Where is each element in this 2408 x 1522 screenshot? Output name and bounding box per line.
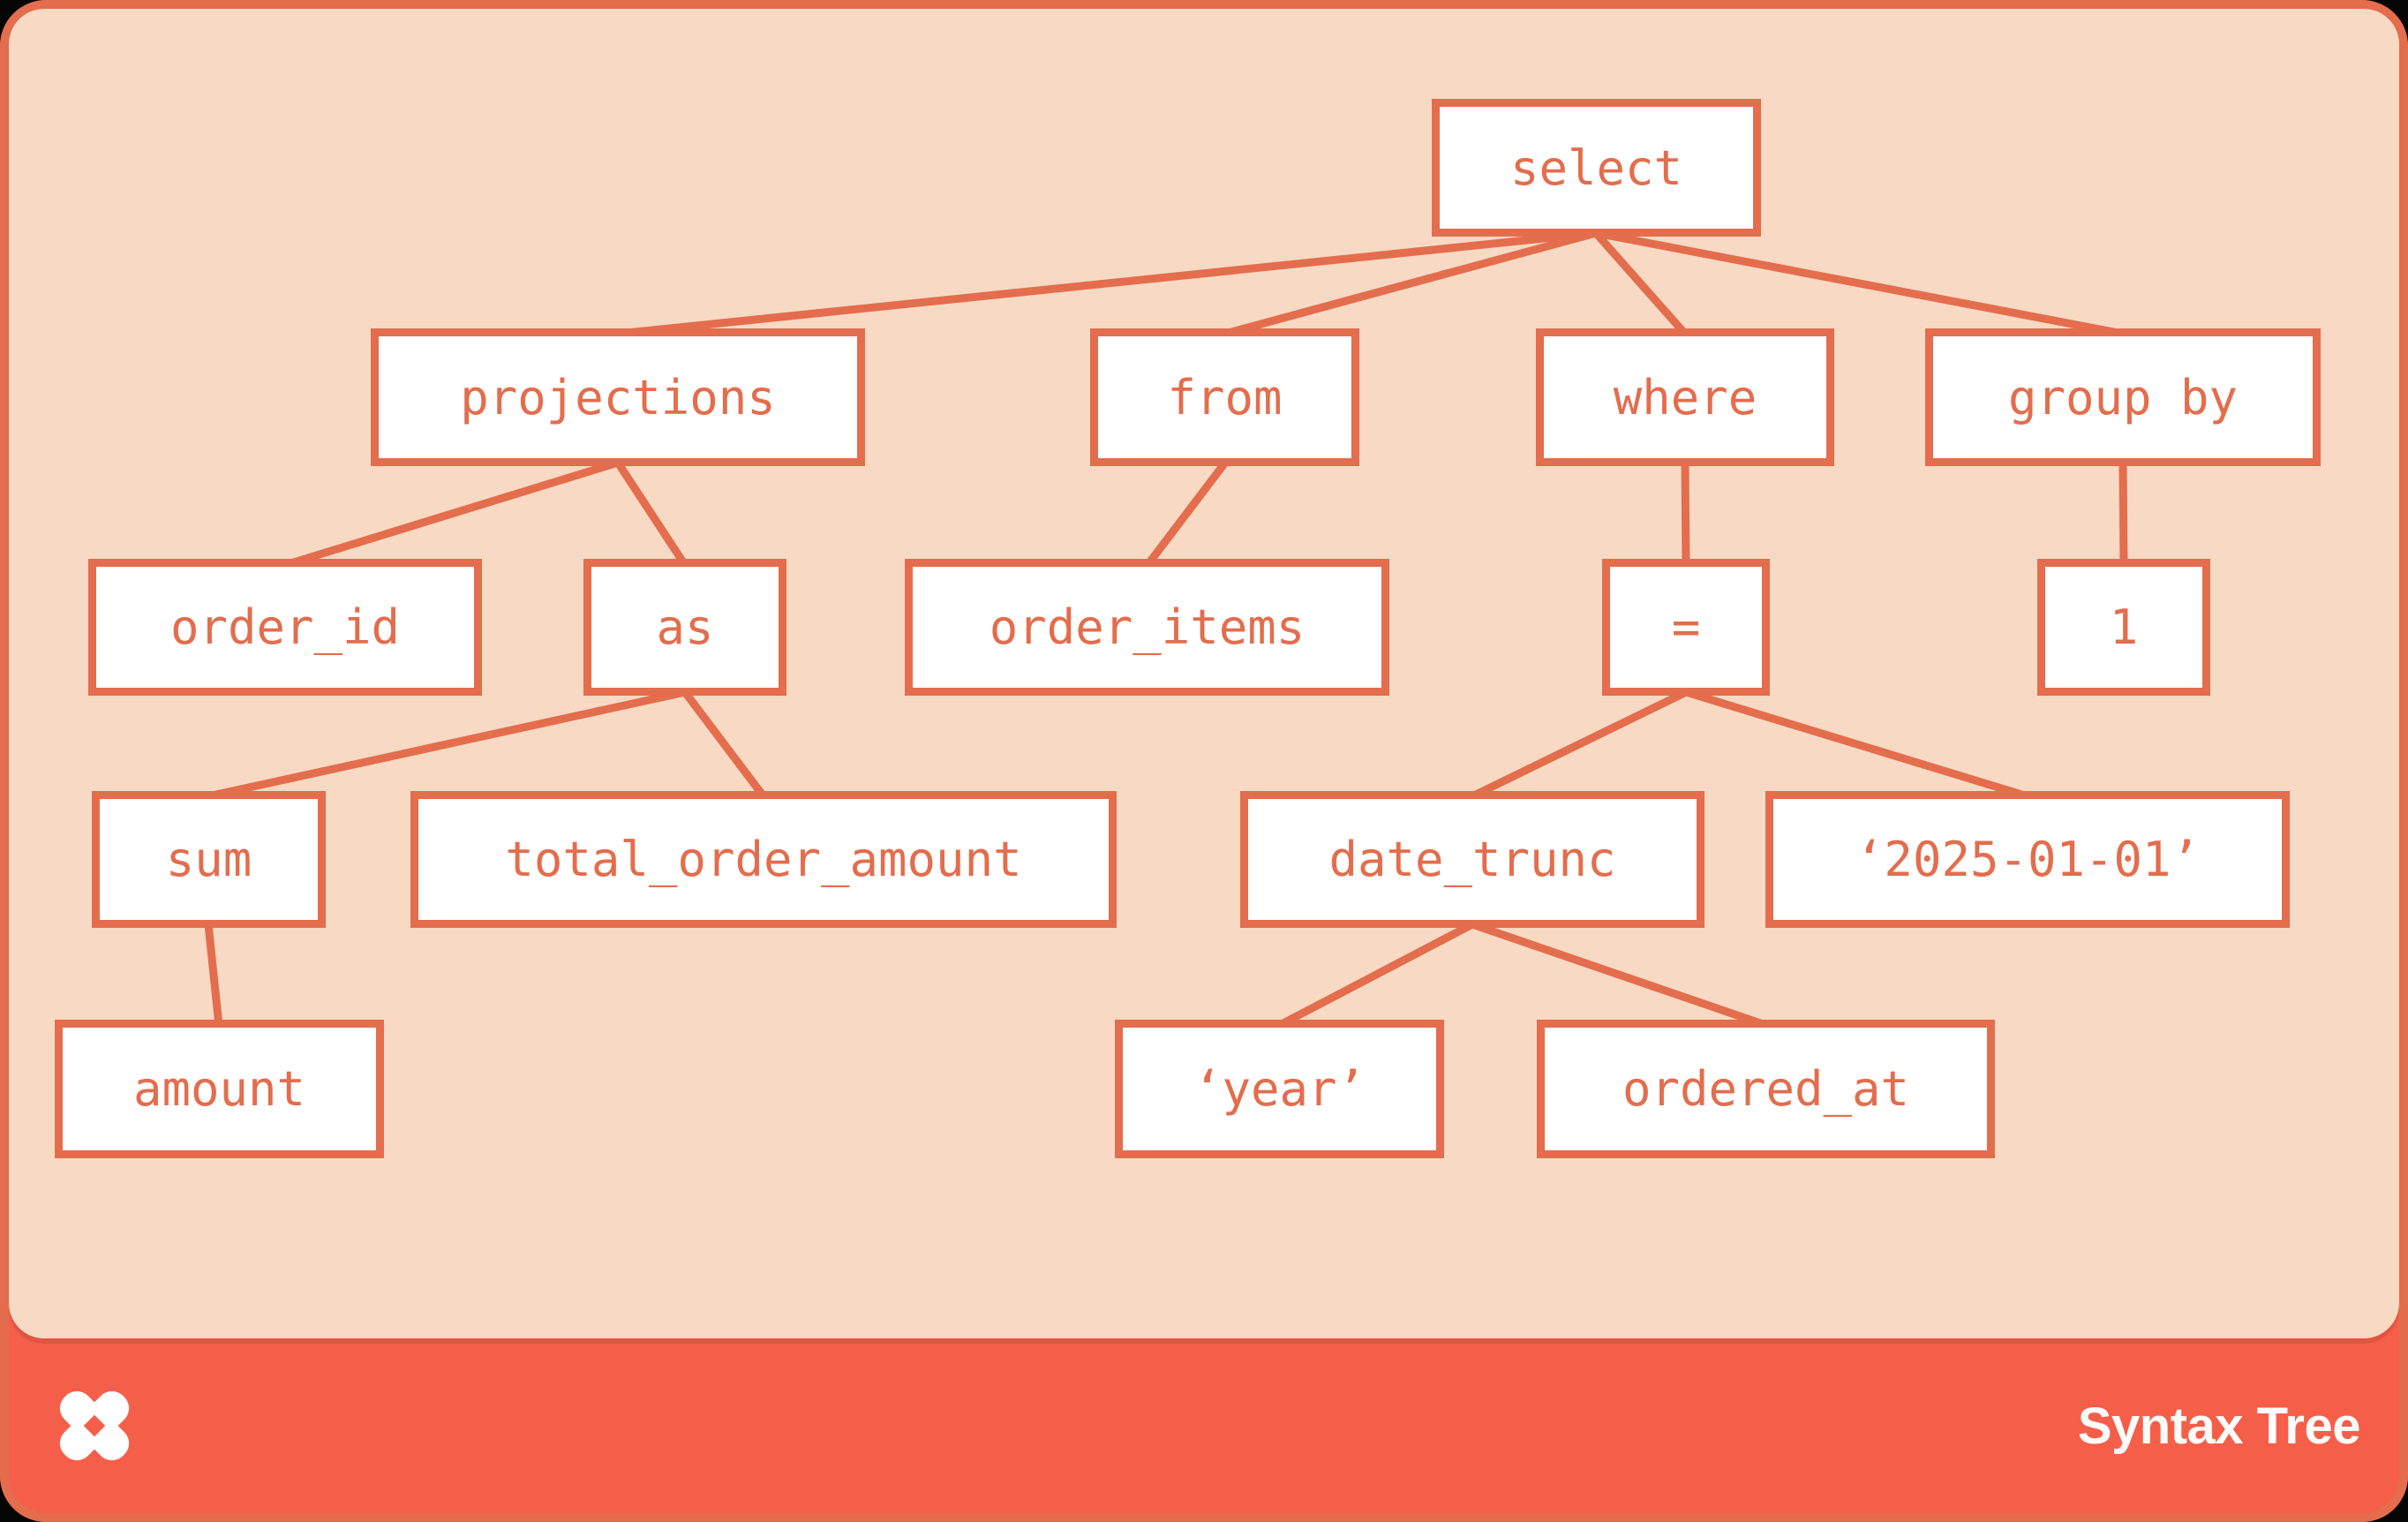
node-label: projections bbox=[460, 369, 776, 426]
tree-edge bbox=[1223, 229, 1598, 338]
node-label: as bbox=[656, 599, 714, 655]
node-label: 1 bbox=[2109, 599, 2139, 655]
tree-edge bbox=[204, 923, 223, 1026]
node-label: = bbox=[1671, 599, 1701, 655]
tree-edge bbox=[681, 689, 767, 799]
tree-edge bbox=[1592, 230, 1689, 336]
node-label: where bbox=[1613, 369, 1757, 426]
footer-bar: Syntax Tree bbox=[9, 1338, 2399, 1513]
tree-edge bbox=[1681, 462, 1690, 566]
node-label: ‘2025-01-01’ bbox=[1855, 832, 2201, 887]
tree-edge bbox=[614, 460, 689, 568]
tree-edge bbox=[1471, 688, 1688, 801]
tree-edge bbox=[617, 229, 1597, 338]
tree-edge bbox=[1684, 688, 2029, 801]
tree-node-where: where bbox=[1536, 328, 1834, 466]
tree-node-as: as bbox=[583, 559, 786, 696]
tree-edge bbox=[1144, 460, 1229, 568]
tree-node-projections: projections bbox=[371, 328, 865, 466]
tree-node-order-id: order_id bbox=[88, 559, 482, 696]
tree-node-year-literal: ‘year’ bbox=[1115, 1020, 1444, 1158]
tree-node-ordered-at: ordered_at bbox=[1537, 1020, 1995, 1158]
node-label: select bbox=[1509, 139, 1683, 196]
tree-node-group-by: group by bbox=[1925, 328, 2321, 466]
tree-edge bbox=[2118, 462, 2128, 566]
node-label: ordered_at bbox=[1622, 1061, 1910, 1117]
tree-node-date-literal: ‘2025-01-01’ bbox=[1765, 791, 2290, 928]
x-shuriken-icon bbox=[59, 1390, 130, 1461]
tree-node-total-order-amount: total_order_amount bbox=[410, 791, 1117, 928]
node-label: group by bbox=[2007, 369, 2239, 426]
tree-edge bbox=[1595, 229, 2124, 338]
node-label: ‘year’ bbox=[1193, 1061, 1366, 1117]
tree-node-sum: sum bbox=[92, 791, 326, 928]
node-label: order_items bbox=[989, 599, 1306, 655]
tree-node-order-items: order_items bbox=[905, 559, 1389, 696]
node-label: from bbox=[1167, 369, 1283, 426]
tree-node-amount: amount bbox=[55, 1020, 384, 1158]
node-label: date_trunc bbox=[1328, 832, 1616, 887]
tree-node-one: 1 bbox=[2037, 559, 2210, 696]
tree-node-select: select bbox=[1432, 99, 1761, 237]
tree-node-date-trunc: date_trunc bbox=[1240, 791, 1704, 928]
footer-title: Syntax Tree bbox=[2077, 1397, 2361, 1455]
node-label: total_order_amount bbox=[505, 832, 1022, 887]
tree-node-equals: = bbox=[1602, 559, 1770, 696]
node-label: sum bbox=[165, 832, 252, 887]
tree-edge bbox=[1471, 920, 1767, 1029]
tree-edge bbox=[207, 688, 686, 801]
node-label: amount bbox=[132, 1061, 306, 1117]
tree-edge bbox=[283, 458, 620, 569]
node-label: order_id bbox=[169, 599, 401, 655]
tree-edge bbox=[1277, 921, 1475, 1028]
tree-node-from: from bbox=[1090, 328, 1359, 466]
